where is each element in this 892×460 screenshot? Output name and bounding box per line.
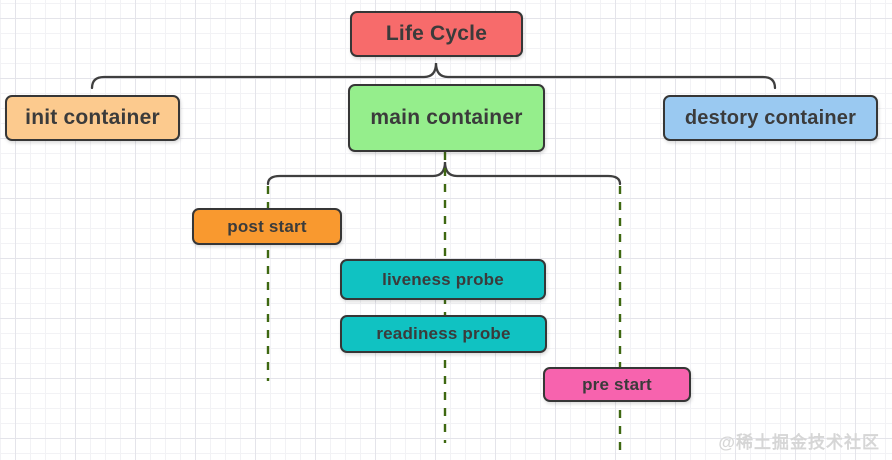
brace-top <box>90 62 777 90</box>
watermark: @稀土掘金技术社区 <box>718 433 880 452</box>
node-life-cycle[interactable]: Life Cycle <box>350 11 523 57</box>
node-post-start[interactable]: post start <box>192 208 342 245</box>
node-main-container[interactable]: main container <box>348 84 545 152</box>
node-readiness-probe[interactable]: readiness probe <box>340 315 547 353</box>
node-pre-start[interactable]: pre start <box>543 367 691 402</box>
brace-main <box>266 161 622 186</box>
node-liveness-probe[interactable]: liveness probe <box>340 259 546 300</box>
node-destory-container[interactable]: destory container <box>663 95 878 141</box>
node-init-container[interactable]: init container <box>5 95 180 141</box>
